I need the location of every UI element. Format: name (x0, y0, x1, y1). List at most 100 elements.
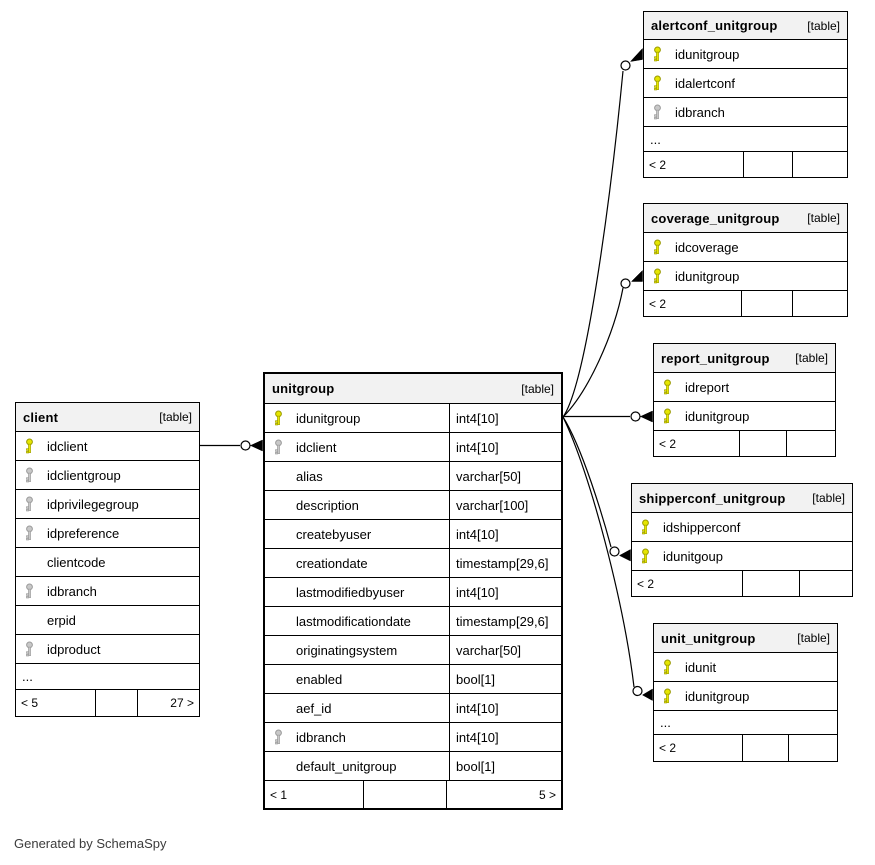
column-name: alias (296, 468, 323, 484)
column-type: int4[10] (449, 404, 561, 432)
table-name[interactable]: client (23, 409, 59, 425)
column-row: idunit (654, 653, 837, 682)
column-type: int4[10] (449, 578, 561, 606)
column-name: idclientgroup (47, 467, 121, 483)
column-row: erpid (16, 606, 199, 635)
table-unit_unitgroup[interactable]: unit_unitgroup [table] idunit (653, 623, 838, 762)
column-type: timestamp[29,6] (449, 549, 561, 577)
primary-key-icon (664, 659, 671, 675)
column-name: erpid (47, 612, 76, 628)
primary-key-icon (642, 548, 649, 564)
table-name[interactable]: report_unitgroup (661, 350, 770, 366)
column-name-cell: idpreference (16, 519, 199, 547)
column-name-cell: idclient (265, 433, 449, 461)
column-name: idproduct (47, 641, 101, 657)
column-row: idpreference (16, 519, 199, 548)
column-row: clientcode (16, 548, 199, 577)
column-name: idunitgroup (675, 268, 740, 284)
table-name[interactable]: unit_unitgroup (661, 630, 756, 646)
column-name-cell: lastmodifiedbyuser (265, 578, 449, 606)
column-name-cell: idclient (16, 432, 199, 460)
table-tag: [table] (807, 18, 840, 33)
column-name-cell: idcoverage (644, 233, 847, 261)
column-name-cell: idreport (654, 373, 835, 401)
relationship-unitgroup-unit_unitgroup (562, 416, 653, 701)
foreign-key-icon (275, 439, 282, 455)
column-row: idreport (654, 373, 835, 402)
column-type: bool[1] (449, 665, 561, 693)
primary-key-icon (654, 239, 661, 255)
table-header: coverage_unitgroup [table] (644, 204, 847, 233)
column-name: creationdate (296, 555, 368, 571)
column-type: varchar[50] (449, 462, 561, 490)
primary-key-icon (654, 268, 661, 284)
column-type: varchar[100] (449, 491, 561, 519)
footer-middle-cell (739, 431, 786, 456)
table-tag: [table] (797, 631, 830, 645)
table-name[interactable]: alertconf_unitgroup (651, 18, 778, 33)
primary-key-icon (642, 519, 649, 535)
foreign-key-icon (26, 641, 33, 657)
column-name-cell: alias (265, 462, 449, 490)
primary-key-icon (275, 410, 282, 426)
column-type: timestamp[29,6] (449, 607, 561, 635)
column-row: aef_id int4[10] (265, 694, 561, 723)
footer-middle-cell (741, 735, 788, 761)
column-name: clientcode (47, 554, 106, 570)
foreign-key-icon (275, 729, 282, 745)
column-row: idbranch int4[10] (265, 723, 561, 752)
column-name: idcoverage (675, 239, 739, 255)
table-footer: < 2 (654, 431, 835, 456)
column-name: enabled (296, 671, 343, 687)
column-name: idunitgroup (685, 688, 750, 704)
primary-key-icon (654, 46, 661, 62)
column-type: int4[10] (449, 694, 561, 722)
column-name-cell: idbranch (644, 98, 847, 126)
footer-children-count: < 5 (21, 696, 39, 710)
footer-children-count: < 2 (649, 296, 667, 311)
column-row: idclient int4[10] (265, 433, 561, 462)
foreign-key-icon (26, 467, 33, 483)
table-tag: [table] (807, 211, 840, 225)
column-name: idreport (685, 379, 730, 395)
table-report_unitgroup[interactable]: report_unitgroup [table] idreport (653, 343, 836, 457)
foreign-key-icon (654, 104, 661, 120)
column-row: idbranch (16, 577, 199, 606)
column-name-cell: clientcode (16, 548, 199, 576)
foreign-key-icon (26, 496, 33, 512)
table-alertconf_unitgroup[interactable]: alertconf_unitgroup [table] idunitgroup (643, 11, 848, 178)
table-name[interactable]: unitgroup (272, 381, 335, 396)
footer-middle-cell (742, 571, 799, 596)
column-name-cell: creationdate (265, 549, 449, 577)
generated-by-note: Generated by SchemaSpy (14, 836, 167, 851)
table-client[interactable]: client [table] idclient (15, 402, 200, 717)
primary-key-icon (654, 75, 661, 91)
column-name: originatingsystem (296, 642, 398, 658)
primary-key-icon (664, 379, 671, 395)
relationship-unitgroup-coverage_unitgroup (562, 269, 643, 418)
column-row: idproduct (16, 635, 199, 664)
table-name[interactable]: coverage_unitgroup (651, 210, 780, 226)
table-footer: < 2 (654, 735, 837, 761)
column-row: idunitgroup (654, 402, 835, 431)
column-row: idunitgroup (654, 682, 837, 711)
column-row: idunitgroup (644, 262, 847, 291)
table-name[interactable]: shipperconf_unitgroup (639, 490, 786, 506)
table-unitgroup[interactable]: unitgroup [table] idunitgroup int4[10] (263, 372, 563, 810)
column-row: createbyuser int4[10] (265, 520, 561, 549)
table-shipperconf_unitgroup[interactable]: shipperconf_unitgroup [table] idshipperc… (631, 483, 853, 597)
column-row: default_unitgroup bool[1] (265, 752, 561, 781)
column-name: description (296, 497, 359, 513)
table-coverage_unitgroup[interactable]: coverage_unitgroup [table] idcoverage (643, 203, 848, 317)
table-tag: [table] (795, 351, 828, 365)
column-name: idunitgroup (296, 410, 361, 426)
table-header: shipperconf_unitgroup [table] (632, 484, 852, 513)
column-name-cell: idunitgoup (632, 542, 852, 570)
column-name-cell: idunitgroup (644, 40, 847, 68)
column-type: bool[1] (449, 752, 561, 780)
column-name: idunitgroup (675, 46, 740, 62)
footer-children-count: < 2 (659, 741, 677, 755)
column-name: idunitgroup (685, 408, 750, 424)
